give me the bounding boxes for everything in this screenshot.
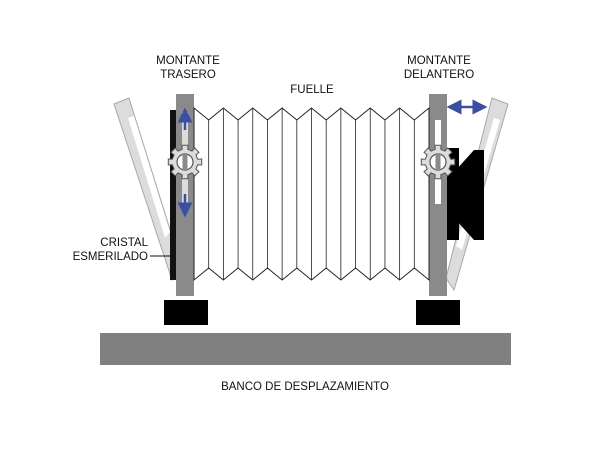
rear-base-block: [164, 300, 208, 325]
front-knob-icon: [420, 144, 456, 180]
front-base-block: [416, 300, 460, 325]
rail: [100, 333, 511, 365]
bellows: [193, 106, 430, 282]
front-standard-label-2: DELANTERO: [404, 69, 474, 81]
ground-glass: [170, 110, 178, 280]
ground-glass-label-2: ESMERILADO: [73, 251, 148, 263]
bellows-label: FUELLE: [290, 84, 334, 96]
lens: [447, 148, 484, 240]
rear-knob-icon: [167, 144, 203, 180]
rail-label: BANCO DE DESPLAZAMIENTO: [221, 381, 389, 393]
front-standard-label-1: MONTANTE: [407, 55, 471, 67]
ground-glass-label-1: CRISTAL: [100, 237, 148, 249]
rear-standard-label-2: TRASERO: [160, 69, 216, 81]
rear-standard-label-1: MONTANTE: [156, 55, 220, 67]
